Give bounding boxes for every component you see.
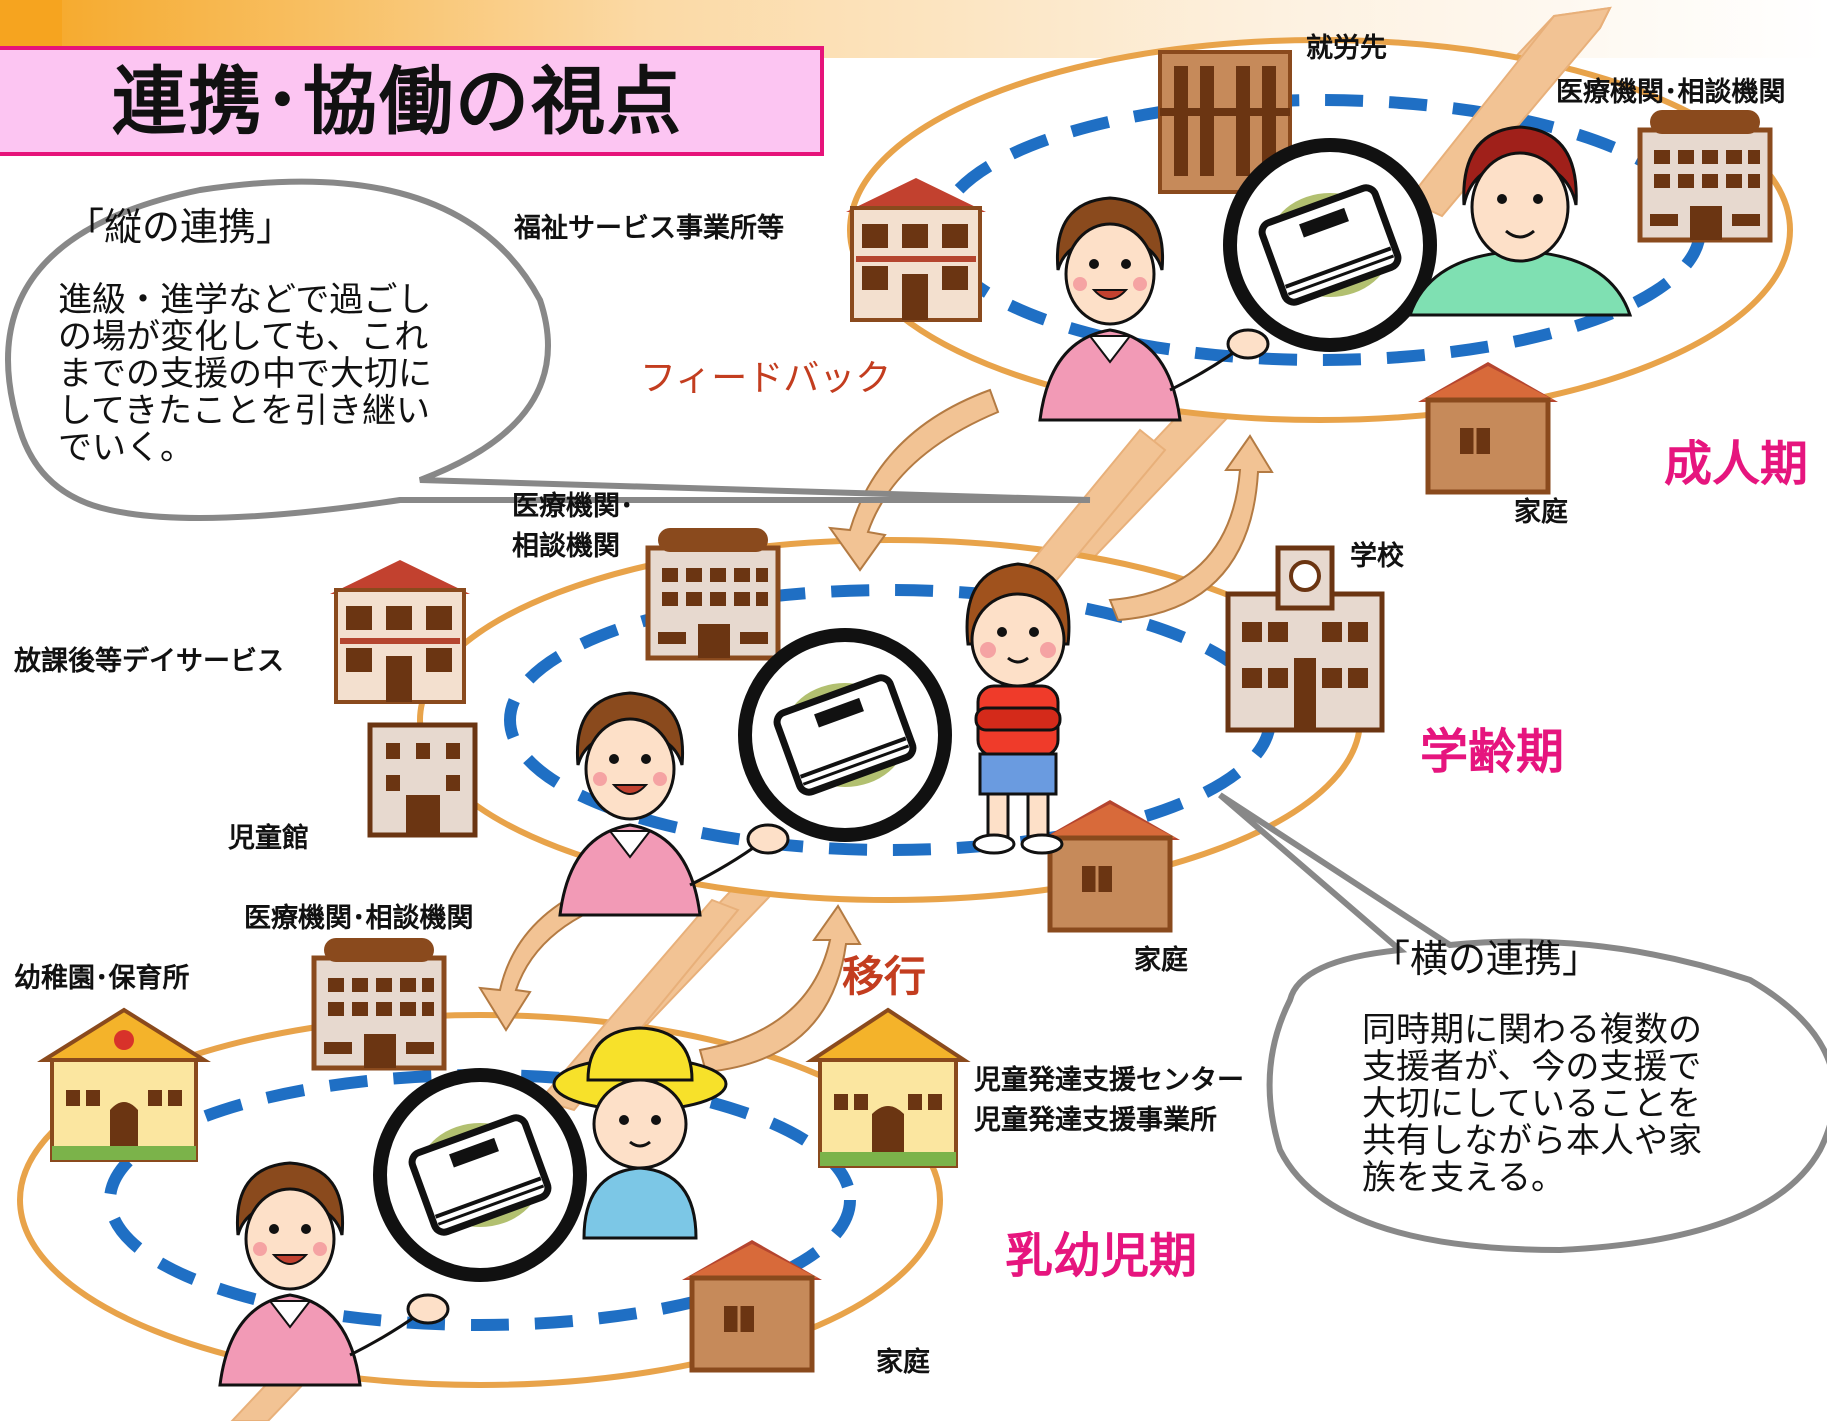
title-box (0, 46, 824, 156)
hospital-icon (648, 528, 778, 658)
apartment-icon (328, 558, 472, 704)
label-employment: 就労先 (1306, 33, 1387, 64)
horizontal-bubble-title: 「横の連携」 (1372, 937, 1601, 981)
label-home-adult: 家庭 (1514, 497, 1568, 528)
hospital-icon (1640, 110, 1770, 240)
horizontal-bubble-body: 同時期に関わる複数の 支援者が、今の支援で 大切にしていることを 共有しながら本… (1362, 1010, 1702, 1198)
label-medical-school-2: 相談機関 (512, 531, 620, 562)
vertical-bubble-shape (5, 178, 1091, 521)
feedback-arrow-down (827, 388, 1000, 572)
label-medical-infant: 医療機関･相談機関 (244, 903, 474, 934)
handbook-icon (1230, 145, 1430, 345)
label-home-infant: 家庭 (876, 1347, 930, 1378)
man-icon (1407, 125, 1633, 317)
kindergarten-icon (37, 1007, 211, 1162)
label-kindergarten: 幼稚園･保育所 (14, 963, 190, 994)
label-dev-center-1: 児童発達支援センター (974, 1065, 1244, 1096)
page-title: 連携･協働の視点 (112, 59, 683, 145)
timeline-arrow-head (1406, 6, 1612, 218)
label-dev-center-2: 児童発達支援事業所 (974, 1105, 1217, 1136)
feedback-arrow-up (1108, 434, 1274, 622)
stage-infant: 乳幼児期 (1005, 1228, 1198, 1284)
label-medical-adult: 医療機関･相談機関 (1556, 77, 1786, 108)
label-childrens-hall: 児童館 (228, 823, 309, 854)
timeline-arrow-segment (538, 898, 740, 1112)
vertical-bubble-title: 「縦の連携」 (66, 205, 295, 249)
stage-school: 学齢期 (1420, 724, 1565, 780)
office-building-icon (367, 722, 478, 838)
label-home-school: 家庭 (1134, 945, 1188, 976)
label-after-school: 放課後等デイサービス (14, 646, 284, 677)
label-welfare: 福祉サービス事業所等 (514, 213, 784, 244)
kindergarten-icon (805, 1007, 971, 1168)
handbook-icon (380, 1075, 580, 1275)
horizontal-bubble-shape (1218, 792, 1827, 1254)
school-icon (1225, 545, 1385, 733)
handbook-icon (745, 635, 945, 835)
toddler-icon (552, 1026, 728, 1240)
hospital-icon (314, 938, 444, 1068)
vertical-bubble-body: 進級・進学などで過ごし の場が変化しても、これ までの支援の中で大切に してきた… (58, 280, 432, 468)
label-medical-school-1: 医療機関･ (512, 491, 634, 522)
header-accent (0, 0, 62, 46)
stage-adult: 成人期 (1664, 436, 1809, 492)
feedback-label: フィードバック (640, 358, 892, 399)
transition-arrow-up (698, 904, 862, 1074)
transition-label: 移行 (842, 952, 927, 1001)
label-school: 学校 (1350, 541, 1404, 572)
